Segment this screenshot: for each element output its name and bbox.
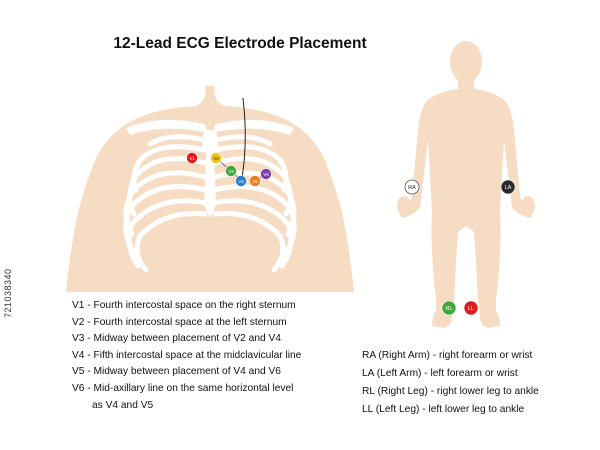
rib-cage-left [210,134,297,273]
legend-ll: LL (Left Leg) - left lower leg to ankle [362,404,525,415]
chest-electrode-label: V1 [189,156,195,161]
right-clavicle [126,119,206,135]
electrode-wire [241,97,246,179]
legend-v4: V4 - Fifth intercostal space at the midc… [72,349,302,361]
legend-v1: V1 - Fourth intercostal space on the rig… [72,300,296,311]
legend-rl: RL (Right Leg) - right lower leg to ankl… [362,386,539,397]
left-hand [521,196,535,216]
legend-v2: V2 - Fourth intercostal space at the lef… [72,316,287,328]
chest-electrode-v6: V6 [260,168,272,180]
chest-electrode-label: V3 [228,169,234,174]
limb-electrode-label: LA [505,185,512,191]
limb-electrode-label: RL [445,306,452,312]
legend-v5: V5 - Midway between placement of V4 and … [72,366,281,378]
legend-ra: RA (Right Arm) - right forearm or wrist [362,350,533,361]
chest-electrode-v4: V4 [235,175,247,187]
limb-electrode-label: LL [468,306,474,312]
left-clavicle [214,119,294,135]
limb-electrode-label: RA [408,185,416,191]
chest-electrode-v5: V5 [249,175,261,187]
chest-electrode-v3: V3 [225,165,237,177]
chest-legend: V1 - Fourth intercostal space on the rig… [72,298,372,414]
legend-v3: V3 - Midway between placement of V2 and … [72,333,281,345]
limb-electrodes: RA LA RL LL [404,179,516,316]
limb-electrode-la: LA [500,179,516,195]
sternum [201,130,219,218]
right-hand [397,196,411,216]
chest-electrode-v2: V2 [210,152,222,164]
body-silhouette [400,41,532,328]
page-title: 12-Lead ECG Electrode Placement [113,35,367,52]
chest-electrode-label: V6 [263,172,269,177]
chest-electrode-label: V5 [252,179,258,184]
chest-electrode-label: V2 [213,156,219,161]
legend-v6-continued: as V4 and V5 [92,399,154,411]
limb-electrode-ll: LL [463,300,479,316]
legend-la: LA (Left Arm) - left forearm or wrist [362,368,518,379]
limb-electrode-ra: RA [404,179,420,195]
limb-legend: RA (Right Arm) - right forearm or wrist … [362,347,592,419]
rib-cage-right [123,134,210,273]
stock-id-watermark: 721038340 [3,268,13,318]
chest-electrode-label: V4 [238,179,244,184]
chest-electrode-v1: V1 [186,152,198,164]
limb-electrode-rl: RL [441,300,457,316]
legend-v6: V6 - Mid-axillary line on the same horiz… [72,382,294,394]
